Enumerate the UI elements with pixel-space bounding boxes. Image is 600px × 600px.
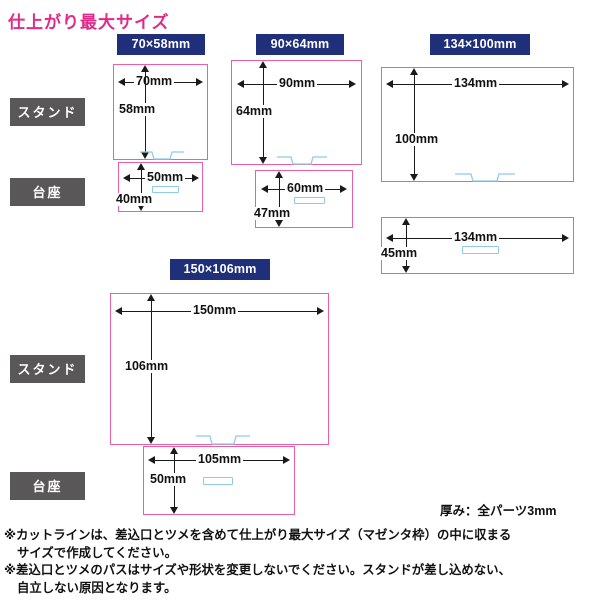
size-badge-90x64: 90×64mm xyxy=(256,34,344,55)
thickness-note: 厚み：全パーツ3mm xyxy=(440,504,557,518)
row-label-base-top: 台座 xyxy=(10,178,85,206)
slot-shape-icon xyxy=(462,246,499,254)
arrow-left xyxy=(261,185,268,193)
stand-70x58-width-label: 70mm xyxy=(134,74,175,88)
tab-notch-icon xyxy=(455,172,515,183)
size-badge-150x106: 150×106mm xyxy=(170,259,270,280)
arrow-up xyxy=(137,163,145,170)
slot-shape-icon xyxy=(203,477,233,485)
arrow-left xyxy=(123,174,130,182)
base-60x47-height-label: 47mm xyxy=(252,206,293,220)
arrow-up xyxy=(402,218,410,225)
tab-notch-icon xyxy=(196,434,250,446)
row-label-stand-bottom: スタンド xyxy=(10,355,85,383)
footnote-2-line2: 自立しない原因となります。 xyxy=(17,580,177,595)
arrow-down xyxy=(141,152,149,159)
arrow-left xyxy=(237,80,244,88)
arrow-up xyxy=(259,61,267,68)
base-105x50-width-label: 105mm xyxy=(196,452,244,466)
slot-shape-icon xyxy=(152,186,179,193)
stand-134x100-width-label: 134mm xyxy=(452,76,500,90)
row-label-stand-top: スタンド xyxy=(10,98,85,126)
arrow-down xyxy=(275,220,283,227)
base-134x45-height-line xyxy=(406,223,407,269)
base-50x40-height-line xyxy=(141,167,142,207)
base-105x50-height-label: 50mm xyxy=(148,472,189,486)
arrow-left xyxy=(118,78,125,86)
row-label-base-bottom: 台座 xyxy=(10,472,85,500)
arrow-right xyxy=(317,307,324,315)
arrow-left xyxy=(148,456,155,464)
arrow-up xyxy=(170,447,178,454)
stand-134x100-height-line xyxy=(414,73,415,176)
stand-150x106-height-label: 106mm xyxy=(123,359,171,373)
arrow-right xyxy=(562,80,569,88)
stand-150x106-width-label: 150mm xyxy=(191,303,239,317)
arrow-up xyxy=(147,294,155,301)
footnote-2-line1: ※差込口とツメのパスはサイズや形状を変更しないでください。スタンドが差し込めない… xyxy=(4,563,511,577)
arrow-down xyxy=(147,437,155,444)
slot-shape-icon xyxy=(294,197,325,204)
arrow-down xyxy=(170,507,178,514)
arrow-right xyxy=(192,174,199,182)
arrow-right xyxy=(196,78,203,86)
tab-notch-icon xyxy=(277,155,327,166)
base-rect-134x45 xyxy=(381,217,574,274)
page-title: 仕上がり最大サイズ xyxy=(8,13,170,32)
arrow-right xyxy=(340,185,347,193)
footnotes: ※カットラインは、差込口とツメを含めて仕上がり最大サイズ（マゼンタ枠）の中に収ま… xyxy=(4,527,600,597)
stand-134x100-height-label: 100mm xyxy=(393,132,441,146)
footnote-1: ※カットラインは、差込口とツメを含めて仕上がり最大サイズ（マゼンタ枠）の中に収ま… xyxy=(4,527,600,562)
tab-notch-icon xyxy=(140,150,184,161)
base-60x47-height-line xyxy=(279,176,280,223)
arrow-right xyxy=(349,80,356,88)
arrow-up xyxy=(410,68,418,75)
arrow-left xyxy=(115,307,122,315)
size-badge-134x100: 134×100mm xyxy=(430,34,530,55)
stand-90x64-height-label: 64mm xyxy=(234,104,275,118)
stand-90x64-width-label: 90mm xyxy=(277,76,318,90)
arrow-down xyxy=(402,266,410,273)
arrow-left xyxy=(386,234,393,242)
arrow-down xyxy=(259,157,267,164)
base-50x40-width-label: 50mm xyxy=(145,170,186,184)
base-134x45-height-label: 45mm xyxy=(379,246,420,260)
arrow-up xyxy=(141,65,149,72)
arrow-right xyxy=(283,456,290,464)
arrow-down xyxy=(137,204,145,211)
base-134x45-width-label: 134mm xyxy=(452,230,500,244)
base-60x47-width-label: 60mm xyxy=(285,181,326,195)
base-50x40-height-label: 40mm xyxy=(114,192,155,206)
footnote-2: ※差込口とツメのパスはサイズや形状を変更しないでください。スタンドが差し込めない… xyxy=(4,562,600,597)
footnote-1-line1: ※カットラインは、差込口とツメを含めて仕上がり最大サイズ（マゼンタ枠）の中に収ま… xyxy=(4,528,512,542)
arrow-left xyxy=(386,80,393,88)
arrow-right xyxy=(562,234,569,242)
size-badge-70x58: 70×58mm xyxy=(117,34,205,55)
footnote-1-line2: サイズで作成してください。 xyxy=(17,545,177,560)
stand-70x58-height-label: 58mm xyxy=(117,102,158,116)
arrow-up xyxy=(275,171,283,178)
arrow-down xyxy=(410,174,418,181)
